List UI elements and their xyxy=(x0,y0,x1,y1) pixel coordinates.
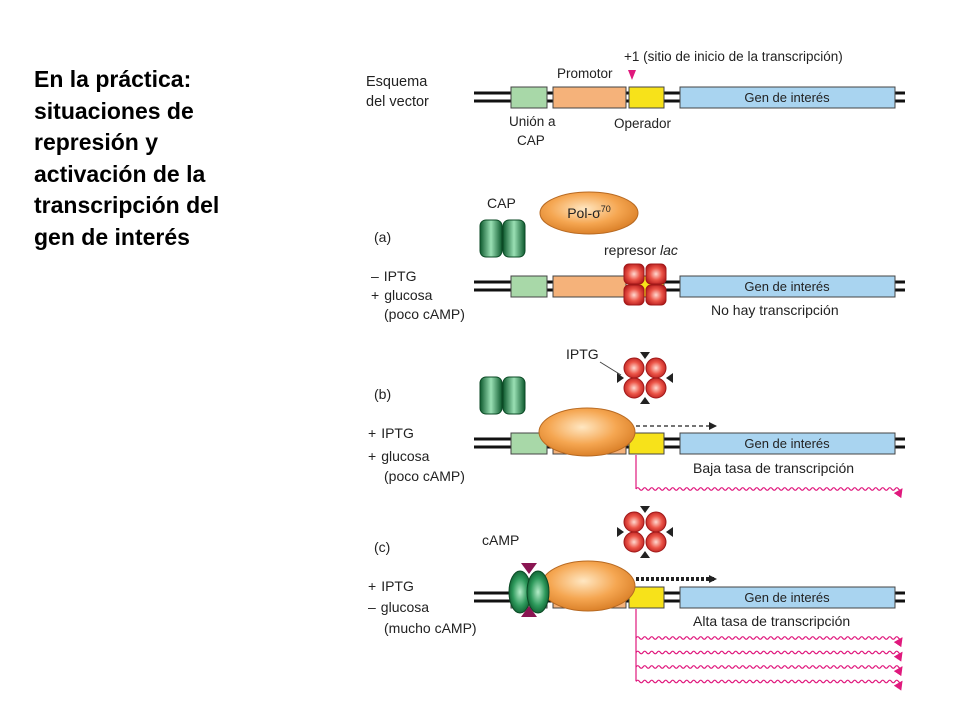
camp-molecule xyxy=(521,606,537,617)
promoter-region xyxy=(552,86,627,109)
title-line: gen de interés xyxy=(34,223,190,250)
repressor-label: represor lac xyxy=(604,242,678,258)
mrna-group xyxy=(635,636,903,691)
gene-box xyxy=(679,432,896,455)
transcription-status: Alta tasa de transcripción xyxy=(693,613,850,629)
condition-glucose: –glucosa xyxy=(368,599,429,615)
condition-iptg: +IPTG xyxy=(368,425,414,441)
condition-camp: (poco cAMP) xyxy=(384,468,465,484)
repressor-iptg-complex xyxy=(617,352,673,404)
title-line: represión y xyxy=(34,129,158,155)
mrna-transcript xyxy=(635,487,903,499)
gene-label: Gen de interés xyxy=(744,90,830,105)
cap-dimer xyxy=(479,376,526,415)
start-site-marker xyxy=(628,70,636,80)
condition-iptg: –IPTG xyxy=(371,268,416,284)
camp-label: cAMP xyxy=(482,532,519,548)
gene-box xyxy=(679,86,896,109)
camp-molecule xyxy=(521,563,537,574)
repressor-iptg-complex xyxy=(617,506,673,558)
condition-iptg: +IPTG xyxy=(368,578,414,594)
mrna-group xyxy=(635,487,903,499)
title-line: transcripción del xyxy=(34,192,220,218)
transcription-status: Baja tasa de transcripción xyxy=(693,460,854,476)
condition-camp: (mucho cAMP) xyxy=(384,620,477,636)
transcription-status: No hay transcripción xyxy=(711,302,839,318)
cap-binding-site xyxy=(510,275,548,298)
rna-polymerase xyxy=(538,407,636,457)
panel-b: (b) +IPTG +glucosa (poco cAMP) IPTG Gen … xyxy=(368,346,907,499)
title-line: activación de la xyxy=(34,160,206,187)
lac-repressor xyxy=(623,263,667,306)
mrna-transcript xyxy=(635,650,903,662)
cap-dimer xyxy=(479,219,526,258)
gene-label: Gen de interés xyxy=(744,279,830,294)
iptg-pointer-line xyxy=(599,361,622,376)
cap-site-label: CAP xyxy=(517,133,545,148)
mrna-transcript xyxy=(635,665,903,677)
panel-c: (c) +IPTG –glucosa (mucho cAMP) cAMP Gen… xyxy=(368,506,907,691)
vector-schema: Esquema del vector Gen de interés Promot… xyxy=(366,49,907,148)
operator-label: Operador xyxy=(614,116,672,131)
panel-a: (a) –IPTG +glucosa (poco cAMP) CAP Pol-σ… xyxy=(371,191,907,322)
rna-polymerase xyxy=(540,560,636,612)
gene-label: Gen de interés xyxy=(744,590,830,605)
mrna-transcript xyxy=(635,679,903,691)
gene-box xyxy=(679,586,896,609)
panel-label: (b) xyxy=(374,386,391,402)
operator-region xyxy=(628,86,665,109)
condition-glucose: +glucosa xyxy=(368,448,430,464)
panel-label: (c) xyxy=(374,539,390,555)
title-line: situaciones de xyxy=(34,97,194,124)
condition-glucose: +glucosa xyxy=(371,287,433,303)
start-site-label: +1 (sitio de inicio de la transcripción) xyxy=(624,49,843,64)
slide-title: En la práctica: situaciones de represión… xyxy=(34,64,294,253)
svg-text:Pol-σ70: Pol-σ70 xyxy=(567,204,611,221)
mrna-transcript xyxy=(635,636,903,648)
condition-camp: (poco cAMP) xyxy=(384,306,465,322)
cap-site-label: Unión a xyxy=(509,114,556,129)
gene-label: Gen de interés xyxy=(744,436,830,451)
cap-camp-complex xyxy=(508,563,550,617)
gene-box xyxy=(679,275,896,298)
iptg-label: IPTG xyxy=(566,346,599,362)
schema-title: Esquema xyxy=(366,74,428,90)
title-line: En la práctica: xyxy=(34,66,192,92)
panel-label: (a) xyxy=(374,229,391,245)
schema-title: del vector xyxy=(366,94,429,110)
promoter-region xyxy=(552,275,627,298)
promoter-label: Promotor xyxy=(557,66,613,81)
cap-label: CAP xyxy=(487,195,516,211)
cap-binding-site xyxy=(510,86,548,109)
rna-polymerase: Pol-σ70 xyxy=(539,191,639,235)
